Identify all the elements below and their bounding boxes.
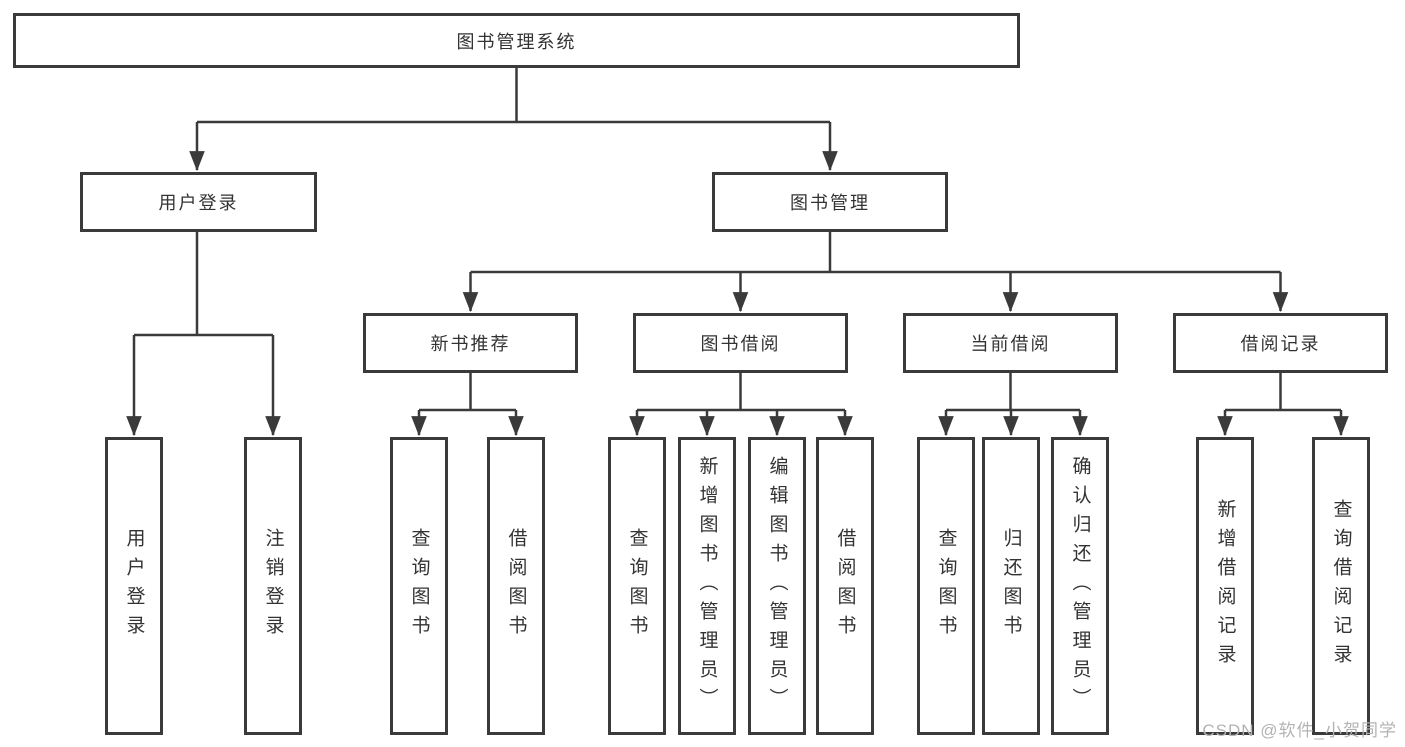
node-user-login: 用户登录 <box>80 172 317 232</box>
node-root-label: 图书管理系统 <box>456 31 577 52</box>
leaf-bb-edit-books-admin-label: 编辑图书（管理员） <box>766 455 788 717</box>
csdn-watermark: CSDN @软件_小贺同学 <box>1202 721 1397 740</box>
node-user-login-label: 用户登录 <box>158 193 239 213</box>
connector-borrowing-branch <box>637 373 845 412</box>
node-new-book-recommend: 新书推荐 <box>363 313 578 373</box>
leaf-user-login: 用户登录 <box>105 437 163 735</box>
node-current-borrowing-label: 当前借阅 <box>970 334 1051 354</box>
leaf-cb-return-books: 归还图书 <box>982 437 1040 735</box>
leaf-bb-add-books-admin: 新增图书（管理员） <box>678 437 736 735</box>
leaf-cb-confirm-return-admin-label: 确认归还（管理员） <box>1069 455 1091 717</box>
connector-current-branch <box>946 373 1080 412</box>
node-book-management-label: 图书管理 <box>790 193 870 213</box>
leaf-nb-borrow-books-label: 借阅图书 <box>505 528 527 644</box>
node-book-borrowing-label: 图书借阅 <box>700 334 781 354</box>
connector-records-branch <box>1225 373 1341 412</box>
leaf-bb-borrow-books: 借阅图书 <box>816 437 874 735</box>
leaf-logout: 注销登录 <box>244 437 302 735</box>
leaf-cb-query-books: 查询图书 <box>917 437 975 735</box>
leaf-bb-add-books-admin-label: 新增图书（管理员） <box>696 455 718 717</box>
leaf-br-query-record-label: 查询借阅记录 <box>1330 499 1352 673</box>
leaf-nb-borrow-books: 借阅图书 <box>487 437 545 735</box>
leaf-user-login-label: 用户登录 <box>123 528 145 644</box>
node-root: 图书管理系统 <box>13 13 1020 68</box>
leaf-cb-query-books-label: 查询图书 <box>935 528 957 644</box>
node-current-borrowing: 当前借阅 <box>903 313 1118 373</box>
connector-root-branch <box>197 68 830 124</box>
leaf-bb-query-books-label: 查询图书 <box>626 528 648 644</box>
leaf-bb-borrow-books-label: 借阅图书 <box>834 528 856 644</box>
node-new-book-recommend-label: 新书推荐 <box>430 334 511 354</box>
connector-newbook-branch <box>419 373 516 412</box>
leaf-bb-edit-books-admin: 编辑图书（管理员） <box>748 437 806 735</box>
leaf-br-query-record: 查询借阅记录 <box>1312 437 1370 735</box>
node-borrowing-records: 借阅记录 <box>1173 313 1388 373</box>
node-book-borrowing: 图书借阅 <box>633 313 848 373</box>
leaf-nb-query-books: 查询图书 <box>390 437 448 735</box>
connector-login-branch <box>134 232 273 337</box>
node-book-management: 图书管理 <box>712 172 948 232</box>
leaf-cb-return-books-label: 归还图书 <box>1000 528 1022 644</box>
leaf-nb-query-books-label: 查询图书 <box>408 528 430 644</box>
leaf-logout-label: 注销登录 <box>262 528 284 644</box>
leaf-br-add-record-label: 新增借阅记录 <box>1214 499 1236 673</box>
connector-mgmt-branch <box>470 232 1281 274</box>
leaf-br-add-record: 新增借阅记录 <box>1196 437 1254 735</box>
leaf-bb-query-books: 查询图书 <box>608 437 666 735</box>
leaf-cb-confirm-return-admin: 确认归还（管理员） <box>1051 437 1109 735</box>
node-borrowing-records-label: 借阅记录 <box>1240 334 1321 354</box>
